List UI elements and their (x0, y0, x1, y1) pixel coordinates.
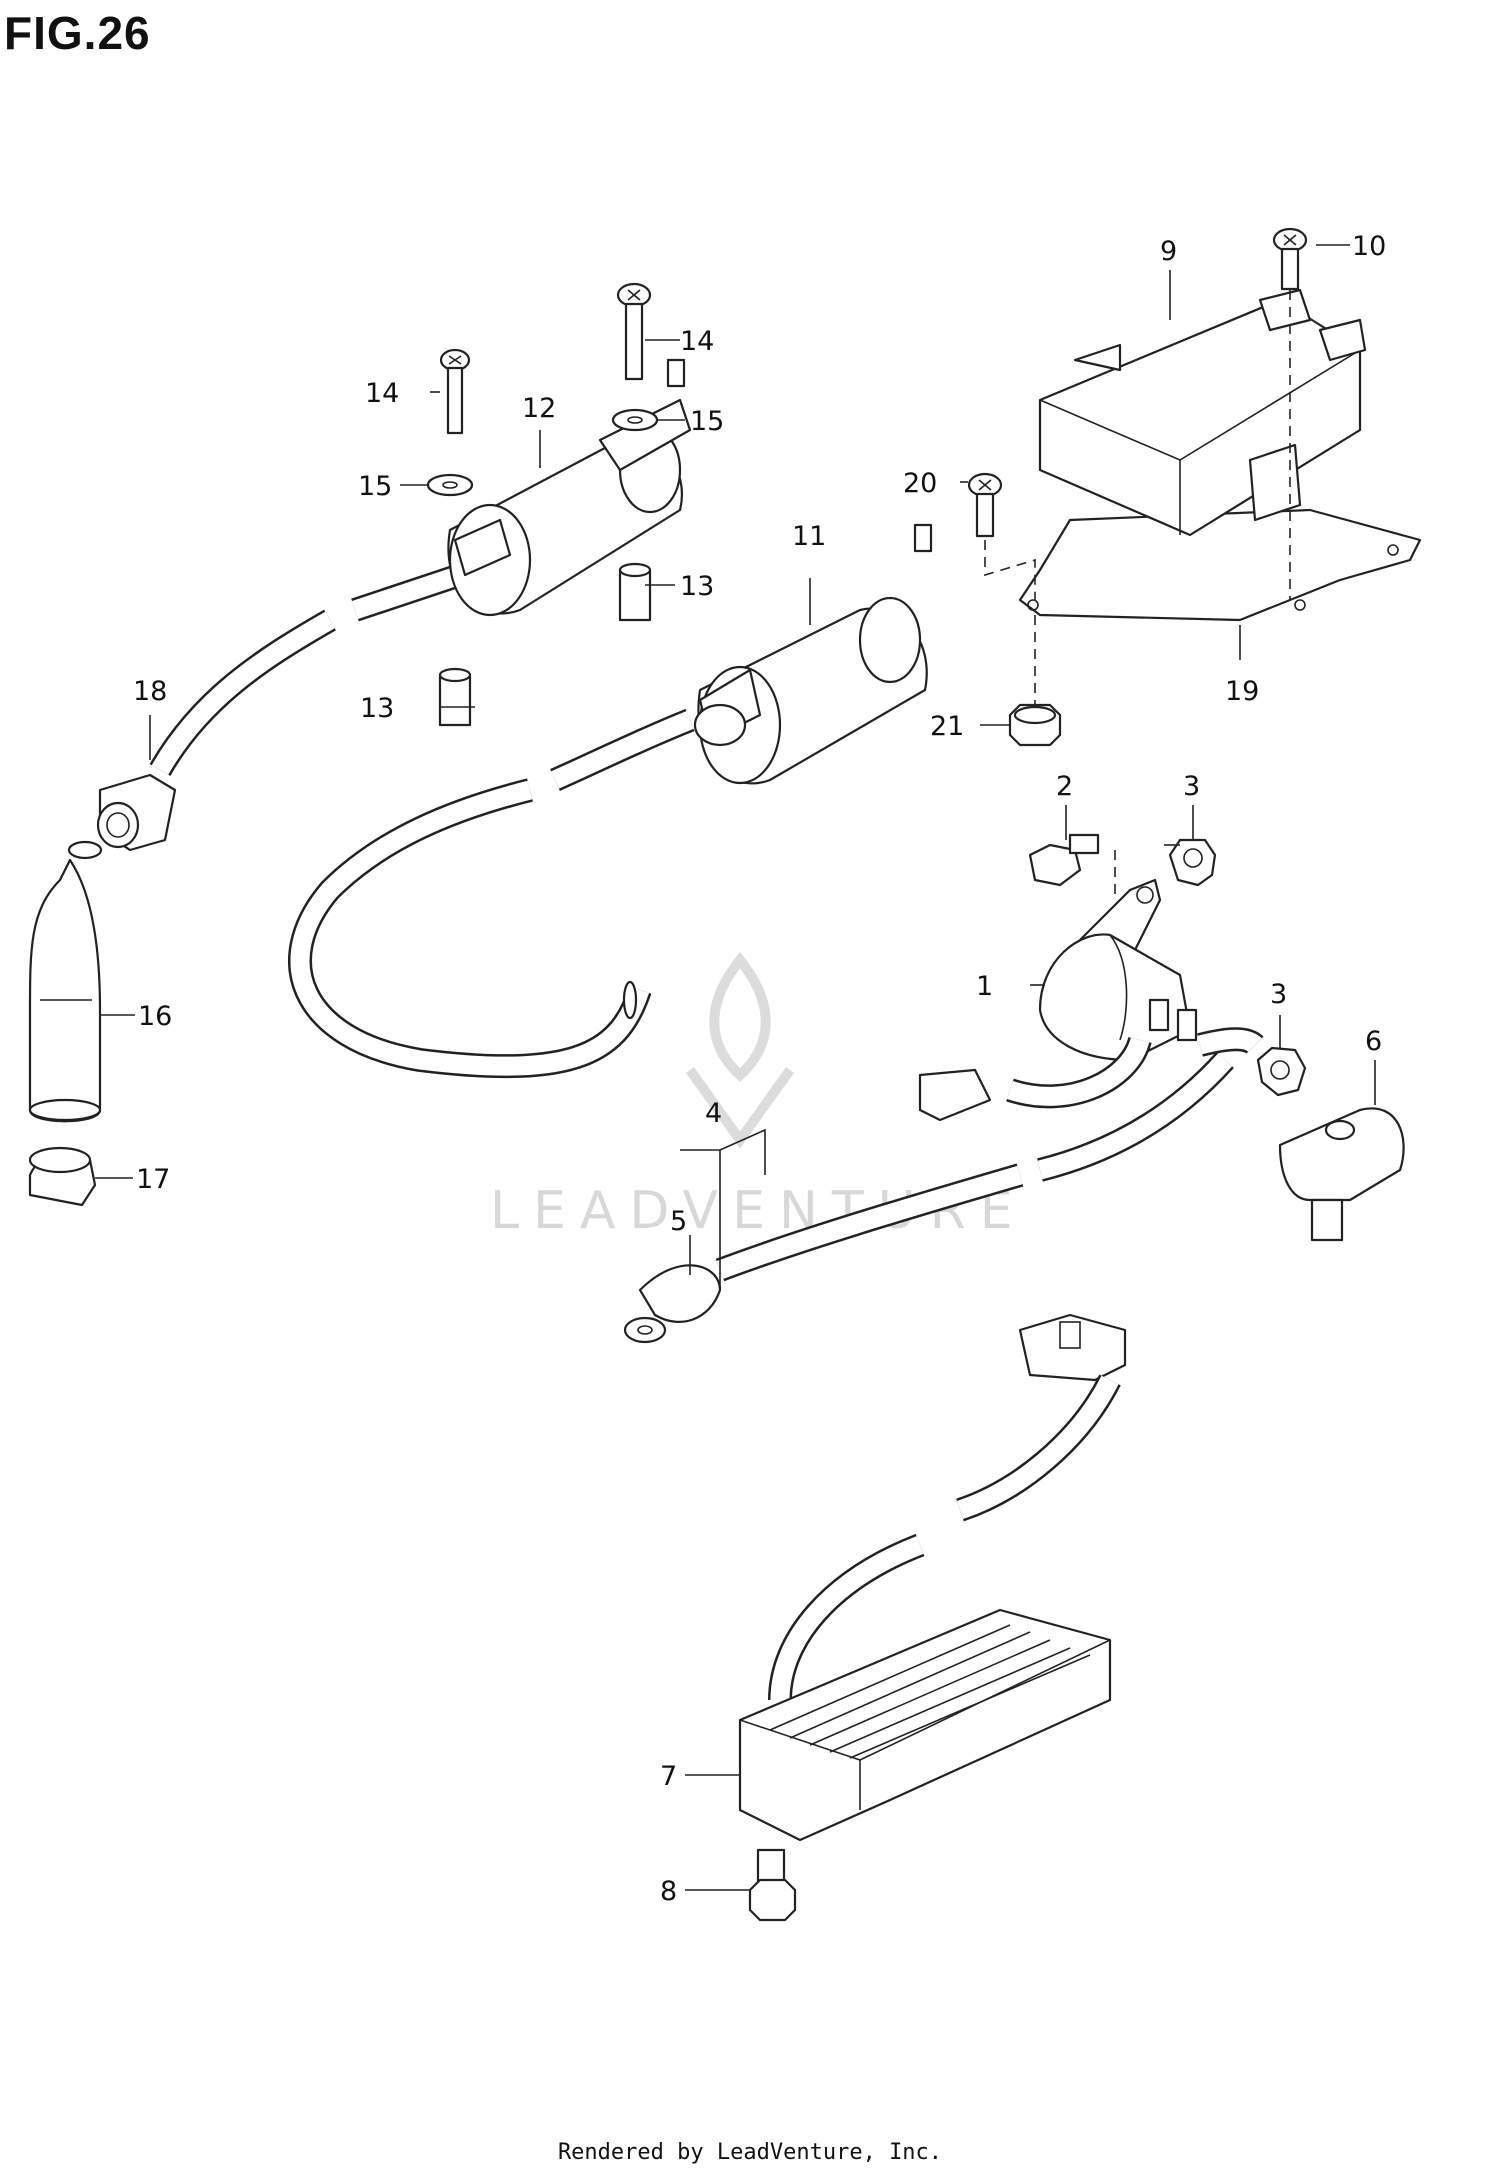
spacer-13-upper[interactable] (618, 562, 652, 622)
bracket-19[interactable] (1018, 508, 1422, 622)
screw-20[interactable] (967, 472, 1036, 600)
bolt-2[interactable] (1028, 833, 1116, 900)
nut-3-lower[interactable] (1256, 1046, 1307, 1097)
callout-12: 12 (522, 393, 556, 424)
washer-15-right[interactable] (611, 408, 659, 432)
plug-cap-cover-17[interactable] (28, 1146, 97, 1207)
bolt-8[interactable] (748, 1848, 797, 1922)
callout-4: 4 (705, 1098, 722, 1129)
callout-5: 5 (670, 1206, 687, 1237)
callout-13-upper: 13 (680, 571, 714, 602)
callout-15-left: 15 (358, 471, 392, 502)
nut-3-upper[interactable] (1168, 838, 1217, 887)
screw-10[interactable] (1272, 227, 1308, 600)
callout-10: 10 (1352, 231, 1386, 262)
terminal-cap-6[interactable] (1278, 1107, 1405, 1242)
cable-4[interactable] (715, 1051, 1234, 1282)
washer-15-left[interactable] (426, 473, 474, 497)
screw-14-right[interactable] (616, 282, 652, 381)
callout-6: 6 (1365, 1026, 1382, 1057)
callout-20: 20 (903, 468, 937, 499)
spacer-13-lower[interactable] (438, 667, 472, 727)
callout-19: 19 (1225, 676, 1259, 707)
callout-16: 16 (138, 1001, 172, 1032)
callout-15-right: 15 (690, 406, 724, 437)
callout-3-lower: 3 (1270, 979, 1287, 1010)
callout-8: 8 (660, 1876, 677, 1907)
footer-credit: Rendered by LeadVenture, Inc. (557, 2140, 943, 2165)
callout-21: 21 (930, 711, 964, 742)
starter-relay-1[interactable] (918, 878, 1264, 1122)
ignition-coil-11[interactable] (288, 523, 933, 1079)
figure-title: FIG.26 (4, 7, 151, 59)
leader-lines (95, 244, 1376, 1891)
nut-21[interactable] (1008, 615, 1062, 747)
seal-18[interactable] (96, 773, 177, 852)
callout-2: 2 (1056, 771, 1073, 802)
callouts: 1 2 3 3 4 5 6 7 8 9 10 11 12 13 13 14 14… (133, 231, 1386, 1907)
ignition-coil-12[interactable] (149, 358, 692, 777)
callout-18: 18 (133, 676, 167, 707)
terminal-5[interactable] (623, 1264, 722, 1344)
callout-17: 17 (136, 1164, 170, 1195)
callout-11: 11 (792, 521, 826, 552)
screw-14-left[interactable] (439, 348, 471, 435)
spark-plug-cap-16[interactable] (28, 840, 103, 1123)
callout-1: 1 (976, 971, 993, 1002)
regulator-rectifier-7[interactable] (738, 1313, 1127, 1842)
callout-14-right: 14 (680, 326, 714, 357)
callout-13-lower: 13 (360, 693, 394, 724)
control-unit-9[interactable] (1038, 288, 1367, 537)
callout-9: 9 (1160, 236, 1177, 267)
callout-3-upper: 3 (1183, 771, 1200, 802)
callout-14-left: 14 (365, 378, 399, 409)
callout-7: 7 (660, 1761, 677, 1792)
